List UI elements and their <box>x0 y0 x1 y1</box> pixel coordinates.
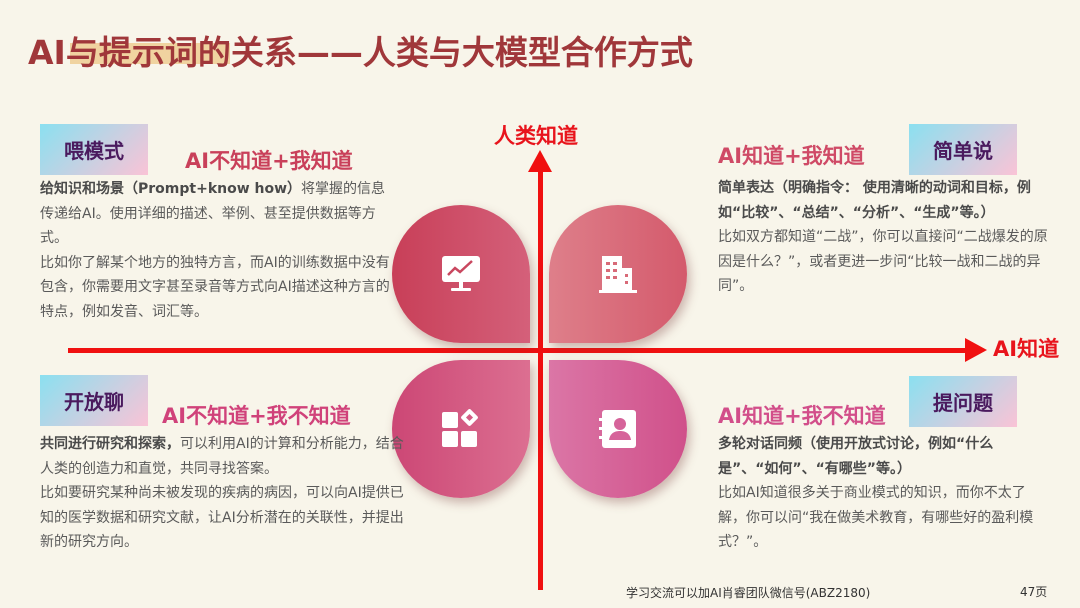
example-text: 比如AI知道很多关于商业模式的知识，而你不太了解，你可以问“我在做美术教育，有哪… <box>718 485 1034 550</box>
quadrant-description: 给知识和场景（Prompt+know how）将掌握的信息传递给AI。使用详细的… <box>40 177 398 324</box>
petal-top-left <box>392 205 530 343</box>
petal-top-right <box>549 205 687 343</box>
arrow-right-icon <box>965 338 987 362</box>
x-axis-label: AI知道 <box>993 337 1060 361</box>
apps-grid-icon <box>442 409 478 447</box>
petal-bottom-right <box>549 360 687 498</box>
description-bold: 共同进行研究和探索， <box>40 436 180 452</box>
description-bold: 多轮对话同频（使用开放式讨论，例如“什么是”、“如何”、“有哪些”等。） <box>718 436 994 477</box>
description-text: 将掌握的信息传递给AI。使用详细的描述、举例、甚至提供数据等方式。 <box>40 181 386 246</box>
description-bold: 给知识和场景（Prompt+know how） <box>40 181 302 197</box>
x-axis <box>68 348 973 353</box>
quadrant-subtitle: AI知道+我知道 <box>718 144 865 168</box>
description-bold: 简单表达（明确指令： 使用清晰的动词和目标，例如“比较”、“总结”、“分析”、“… <box>718 180 1031 221</box>
building-icon <box>599 256 637 293</box>
tag-feed-mode: 喂模式 <box>40 124 148 175</box>
y-axis-label: 人类知道 <box>494 124 578 148</box>
page-title: AI与提示词的关系——人类与大模型合作方式 <box>28 33 693 72</box>
petal-bottom-left <box>392 360 530 498</box>
quadrant-subtitle: AI知道+我不知道 <box>718 404 886 428</box>
title-highlight <box>70 43 230 64</box>
quadrant-description: 多轮对话同频（使用开放式讨论，例如“什么是”、“如何”、“有哪些”等。） 比如AI… <box>718 432 1053 555</box>
tag-ask-questions: 提问题 <box>909 376 1017 427</box>
quadrant-description: 共同进行研究和探索，可以利用AI的计算和分析能力，结合人类的创造力和直觉，共同寻… <box>40 432 412 555</box>
arrow-up-icon <box>528 150 552 172</box>
y-axis <box>538 165 543 590</box>
example-text: 比如双方都知道“二战”，你可以直接问“二战爆发的原因是什么？”，或者更进一步问“… <box>718 229 1048 294</box>
monitor-chart-icon <box>442 256 480 291</box>
quadrant-subtitle: AI不知道+我不知道 <box>162 404 351 428</box>
quadrant-subtitle: AI不知道+我知道 <box>185 149 353 173</box>
description-text: 可以利用AI的计算和分析能力，结合人类的创造力和直觉，共同寻找答案。 <box>40 436 404 477</box>
quadrant-description: 简单表达（明确指令： 使用清晰的动词和目标，例如“比较”、“总结”、“分析”、“… <box>718 176 1058 299</box>
footer-note: 学习交流可以加AI肖睿团队微信号(ABZ2180) <box>626 586 871 600</box>
page-number: 47页 <box>1020 585 1048 599</box>
tag-simple-talk: 简单说 <box>909 124 1017 175</box>
example-text: 比如要研究某种尚未被发现的疾病的病因，可以向AI提供已知的医学数据和研究文献，让… <box>40 485 404 550</box>
tag-open-chat: 开放聊 <box>40 375 148 426</box>
contact-book-icon <box>599 410 636 448</box>
example-text: 比如你了解某个地方的独特方言，而AI的训练数据中没有包含，你需要用文字甚至录音等… <box>40 254 390 320</box>
